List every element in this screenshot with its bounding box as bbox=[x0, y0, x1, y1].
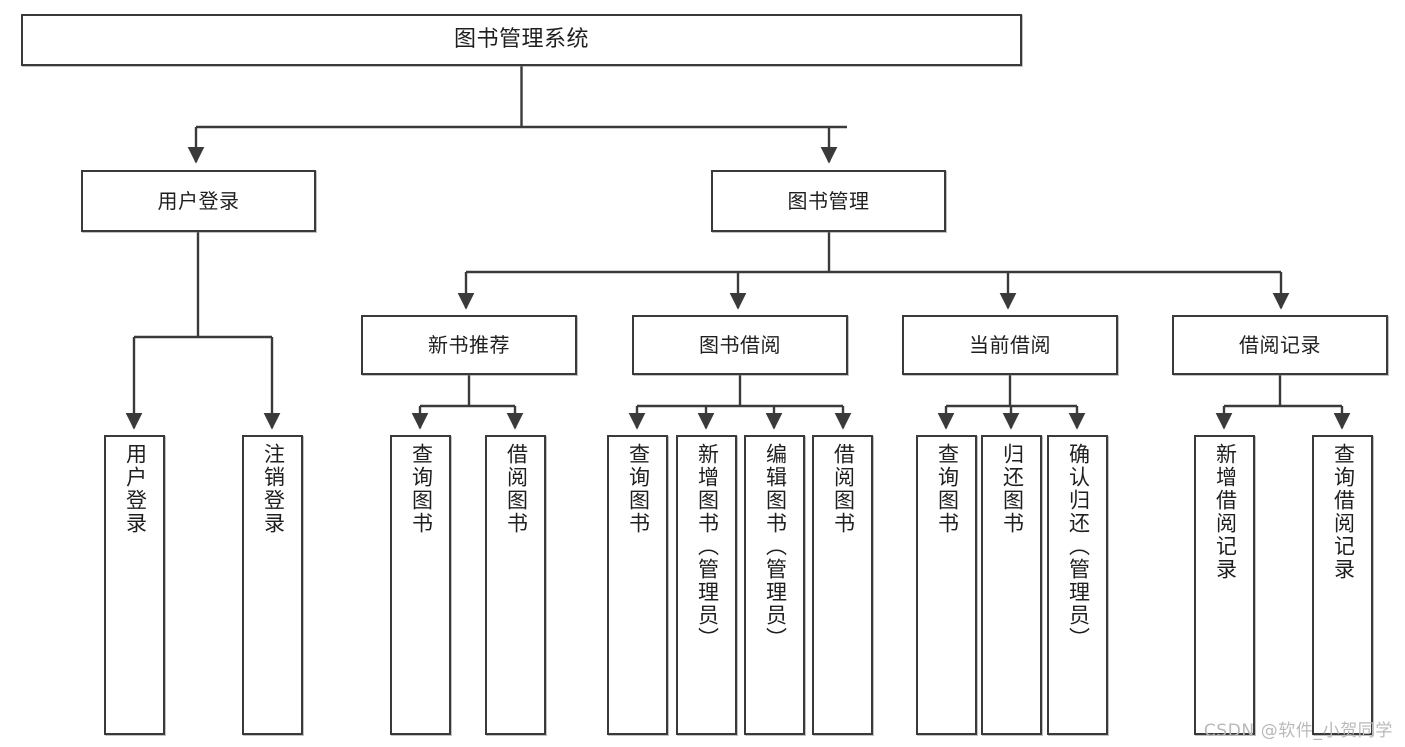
node-new-book-recommend[interactable]: 新书推荐 bbox=[361, 315, 577, 375]
node-leaf-query-book-3[interactable]: 查询图书 bbox=[916, 435, 977, 735]
node-leaf-borrow-book-1[interactable]: 借阅图书 bbox=[485, 435, 546, 735]
node-label: 用户登录 bbox=[157, 188, 240, 213]
node-leaf-return-book[interactable]: 归还图书 bbox=[981, 435, 1042, 735]
node-label: 新书推荐 bbox=[428, 332, 510, 357]
node-leaf-query-book-2[interactable]: 查询图书 bbox=[607, 435, 668, 735]
node-leaf-edit-book-admin[interactable]: 编辑图书（管理员） bbox=[744, 435, 805, 735]
node-label: 归还图书 bbox=[1000, 443, 1025, 535]
node-label: 借阅图书 bbox=[831, 443, 856, 535]
node-borrow-record[interactable]: 借阅记录 bbox=[1172, 315, 1388, 375]
node-label: 查询图书 bbox=[626, 443, 651, 535]
node-label: 当前借阅 bbox=[969, 332, 1051, 357]
node-label: 用户登录 bbox=[123, 443, 148, 535]
node-current-borrow[interactable]: 当前借阅 bbox=[902, 315, 1118, 375]
node-label: 借阅图书 bbox=[504, 443, 529, 535]
node-leaf-add-book-admin[interactable]: 新增图书（管理员） bbox=[676, 435, 737, 735]
node-leaf-query-borrow-record[interactable]: 查询借阅记录 bbox=[1312, 435, 1373, 735]
node-leaf-add-borrow-record[interactable]: 新增借阅记录 bbox=[1194, 435, 1255, 735]
node-leaf-user-login[interactable]: 用户登录 bbox=[104, 435, 165, 735]
node-leaf-confirm-return-admin[interactable]: 确认归还（管理员） bbox=[1047, 435, 1108, 735]
node-label: 编辑图书（管理员） bbox=[763, 443, 788, 650]
node-leaf-logout-login[interactable]: 注销登录 bbox=[242, 435, 303, 735]
node-leaf-borrow-book-2[interactable]: 借阅图书 bbox=[812, 435, 873, 735]
node-label: 新增借阅记录 bbox=[1213, 443, 1238, 581]
node-label: 确认归还（管理员） bbox=[1066, 443, 1091, 650]
node-book-manage[interactable]: 图书管理 bbox=[711, 170, 946, 232]
node-book-borrow[interactable]: 图书借阅 bbox=[632, 315, 848, 375]
csdn-watermark: CSDN @软件_小贺同学 bbox=[1203, 721, 1393, 741]
node-label: 图书借阅 bbox=[699, 332, 781, 357]
node-label: 图书管理 bbox=[787, 188, 870, 213]
node-leaf-query-book-1[interactable]: 查询图书 bbox=[390, 435, 451, 735]
node-label: 新增图书（管理员） bbox=[695, 443, 720, 650]
node-label: 查询借阅记录 bbox=[1331, 443, 1356, 581]
node-user-login[interactable]: 用户登录 bbox=[81, 170, 316, 232]
node-label: 查询图书 bbox=[409, 443, 434, 535]
node-label: 借阅记录 bbox=[1239, 332, 1321, 357]
node-root-system[interactable]: 图书管理系统 bbox=[21, 14, 1022, 66]
node-label: 注销登录 bbox=[261, 443, 286, 535]
node-label: 图书管理系统 bbox=[453, 27, 589, 53]
node-label: 查询图书 bbox=[935, 443, 960, 535]
